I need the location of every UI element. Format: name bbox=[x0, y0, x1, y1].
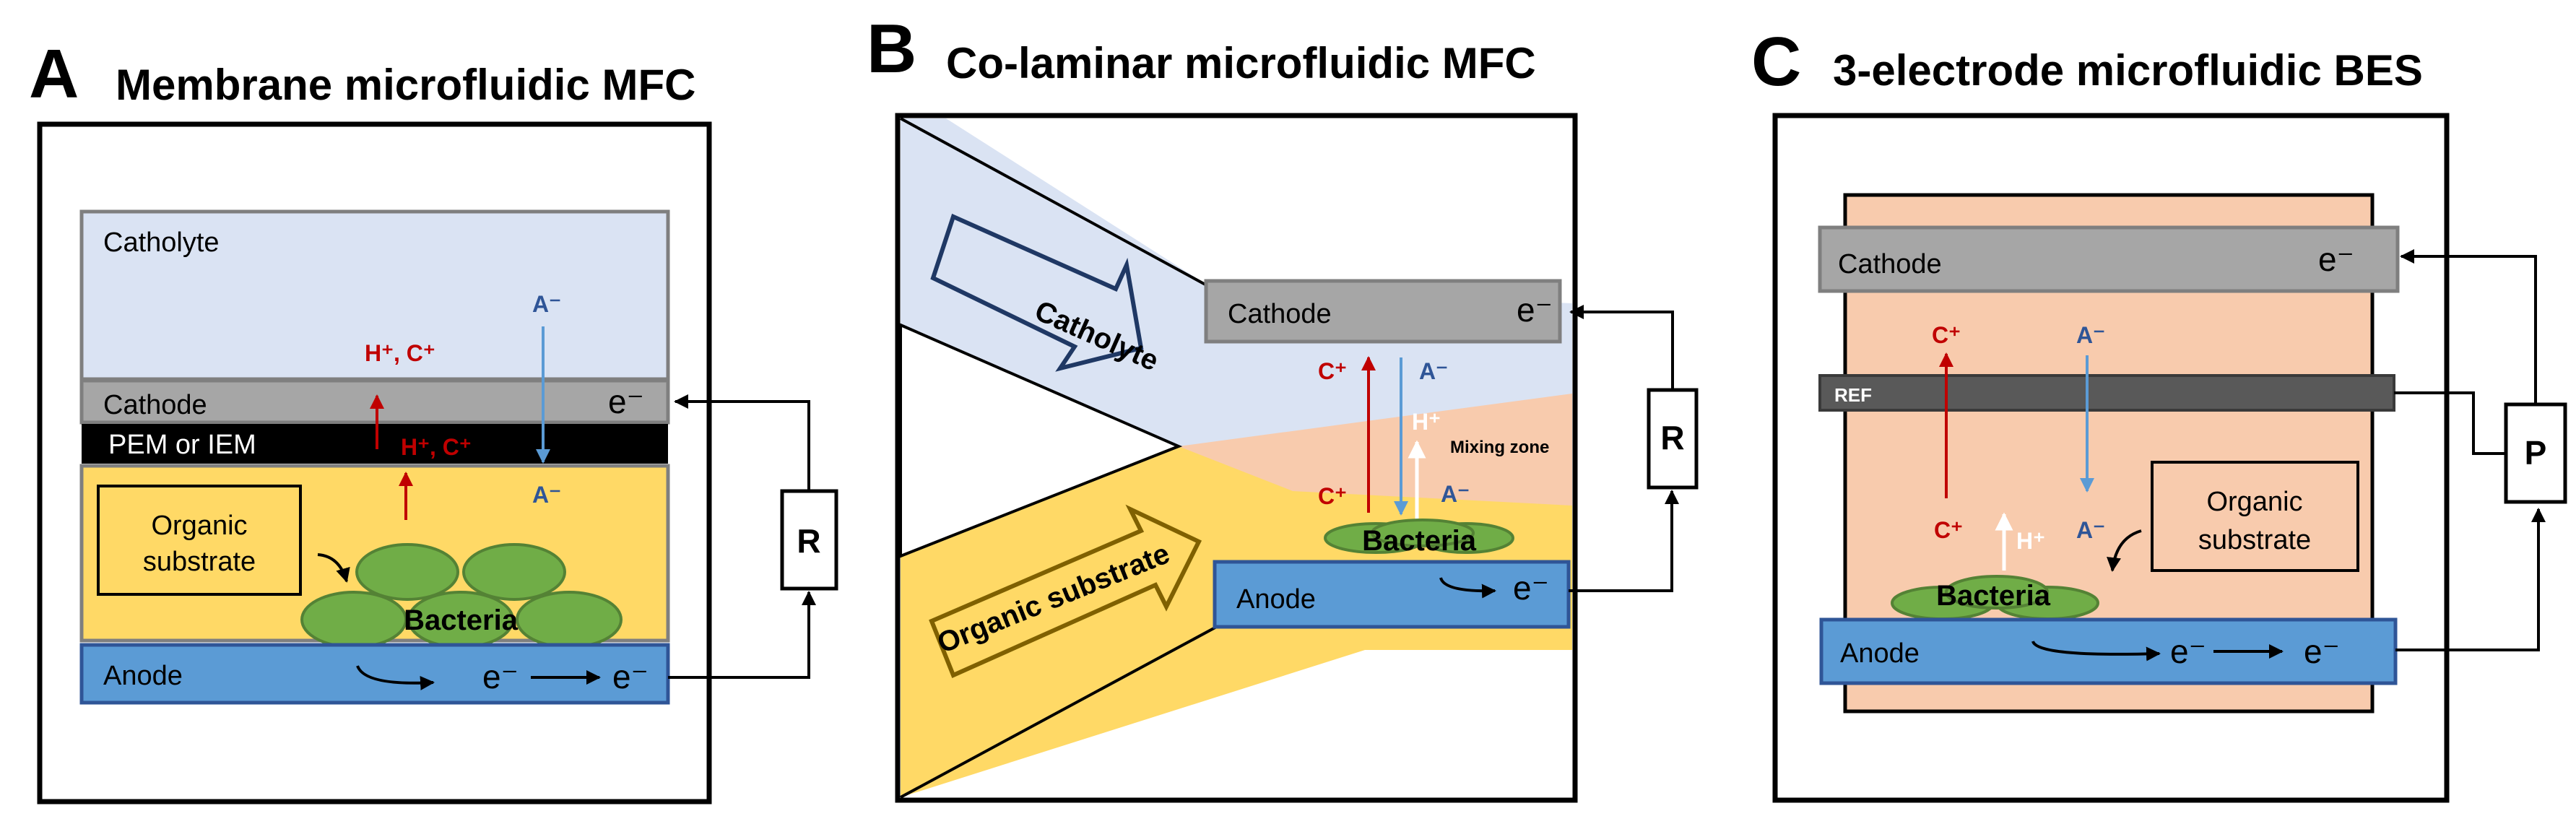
organic-line2: substrate bbox=[143, 547, 256, 577]
b-resistor-label: R bbox=[1660, 419, 1684, 456]
top-channel-wall bbox=[900, 117, 1214, 290]
bacteria-label: Bacteria bbox=[404, 604, 519, 636]
c-ion-h: H⁺ bbox=[2016, 528, 2045, 554]
b-ion-a-bottom: A⁻ bbox=[1441, 481, 1470, 507]
c-anode-electron-1: e⁻ bbox=[2170, 633, 2206, 670]
b-anode-electron: e⁻ bbox=[1513, 569, 1549, 607]
resistor-label: R bbox=[797, 522, 820, 560]
catholyte-chamber bbox=[79, 209, 670, 381]
membrane bbox=[82, 424, 668, 464]
substrate-arrow bbox=[317, 553, 350, 583]
b-ion-h: H⁺ bbox=[1412, 409, 1441, 435]
ion-a-top: A⁻ bbox=[532, 291, 561, 317]
cathode-label: Cathode bbox=[103, 390, 207, 420]
panel-a-title: Membrane microfluidic MFC bbox=[116, 61, 695, 109]
c-organic-substrate-box bbox=[2151, 461, 2359, 572]
anode-electron-2: e⁻ bbox=[612, 658, 649, 695]
c-anode-label: Anode bbox=[1840, 638, 1920, 669]
ion-h-c-bottom: H⁺, C⁺ bbox=[401, 434, 472, 460]
circuit-wire-cathode bbox=[674, 394, 810, 491]
bottom-channel-wall bbox=[900, 623, 1221, 799]
anode-electron-1: e⁻ bbox=[482, 658, 519, 695]
c-cathode-electron: e⁻ bbox=[2318, 240, 2354, 278]
organic-substrate-box bbox=[97, 485, 302, 596]
b-cathode-electrode bbox=[1204, 279, 1562, 344]
c-cathode-label: Cathode bbox=[1838, 249, 1942, 279]
panel-a-letter: A bbox=[29, 35, 79, 113]
panel-a: A Membrane microfluidic MFC Catholyte Ca… bbox=[29, 35, 838, 805]
b-bacteria-label: Bacteria bbox=[1362, 525, 1477, 557]
c-bacteria-label: Bacteria bbox=[1936, 580, 2051, 612]
potentiostat-label: P bbox=[2525, 434, 2547, 472]
mixing-zone-label: Mixing zone bbox=[1450, 438, 1549, 457]
c-ion-a-top: A⁻ bbox=[2076, 322, 2105, 348]
b-anode-label: Anode bbox=[1236, 584, 1316, 615]
anode-electrode bbox=[79, 643, 670, 705]
organic-line1: Organic bbox=[151, 511, 247, 541]
b-cathode-electron: e⁻ bbox=[1517, 291, 1553, 329]
c-anode-electron-2: e⁻ bbox=[2304, 633, 2340, 670]
panel-b: B Co-laminar microfluidic MFC Catholyte … bbox=[867, 10, 1699, 803]
panel-c-title: 3-electrode microfluidic BES bbox=[1833, 46, 2423, 95]
b-circuit-wire-anode bbox=[1569, 490, 1679, 592]
c-circuit-wire-ref bbox=[2394, 391, 2506, 455]
b-anode-electrode bbox=[1213, 560, 1571, 629]
b-ion-c-bottom: C⁺ bbox=[1318, 483, 1347, 509]
panel-b-title: Co-laminar microfluidic MFC bbox=[946, 39, 1536, 87]
ion-h-c-top: H⁺, C⁺ bbox=[365, 340, 435, 366]
anode-label: Anode bbox=[103, 661, 183, 691]
ion-a-bottom: A⁻ bbox=[532, 482, 561, 508]
circuit-wire-anode bbox=[668, 591, 816, 679]
bottom-white-area bbox=[901, 650, 1572, 797]
membrane-label: PEM or IEM bbox=[108, 430, 256, 460]
reference-label: REF bbox=[1834, 384, 1872, 406]
c-cathode-electrode bbox=[1818, 225, 2400, 293]
catholyte-label: Catholyte bbox=[103, 227, 220, 258]
c-circuit-wire-anode bbox=[2395, 508, 2546, 651]
bacteria-cluster bbox=[300, 543, 623, 649]
panel-c: C 3-electrode microfluidic BES Cathode e… bbox=[1751, 23, 2567, 803]
c-ion-c-top: C⁺ bbox=[1932, 322, 1961, 348]
potentiostat-box bbox=[2504, 402, 2567, 504]
b-ion-c-top: C⁺ bbox=[1318, 358, 1347, 384]
b-ion-a-top: A⁻ bbox=[1419, 358, 1448, 384]
mixing-zone bbox=[1179, 394, 1572, 506]
c-ion-a-bottom: A⁻ bbox=[2076, 517, 2105, 543]
inlet-divider bbox=[899, 322, 1183, 558]
c-anode-electron-arrow-1 bbox=[2031, 641, 2161, 662]
c-ion-c-bottom: C⁺ bbox=[1934, 517, 1963, 543]
cathode-electron: e⁻ bbox=[608, 383, 644, 420]
c-organic-line1: Organic bbox=[2206, 487, 2302, 517]
b-cathode-label: Cathode bbox=[1228, 299, 1332, 329]
c-circuit-wire-cathode bbox=[2400, 249, 2537, 404]
b-resistor-box bbox=[1647, 388, 1699, 490]
b-anode-electron-arrow bbox=[1439, 577, 1496, 599]
panel-c-letter: C bbox=[1751, 23, 1801, 100]
c-organic-line2: substrate bbox=[2198, 525, 2311, 555]
reference-electrode bbox=[1818, 374, 2395, 412]
resistor-box bbox=[780, 489, 838, 591]
anode-electron-arrow-1 bbox=[356, 665, 435, 690]
c-substrate-arrow bbox=[2107, 529, 2142, 572]
b-circuit-wire-cathode bbox=[1569, 305, 1674, 390]
b-bacteria-cluster bbox=[1324, 519, 1514, 554]
panel-b-letter: B bbox=[867, 10, 916, 87]
